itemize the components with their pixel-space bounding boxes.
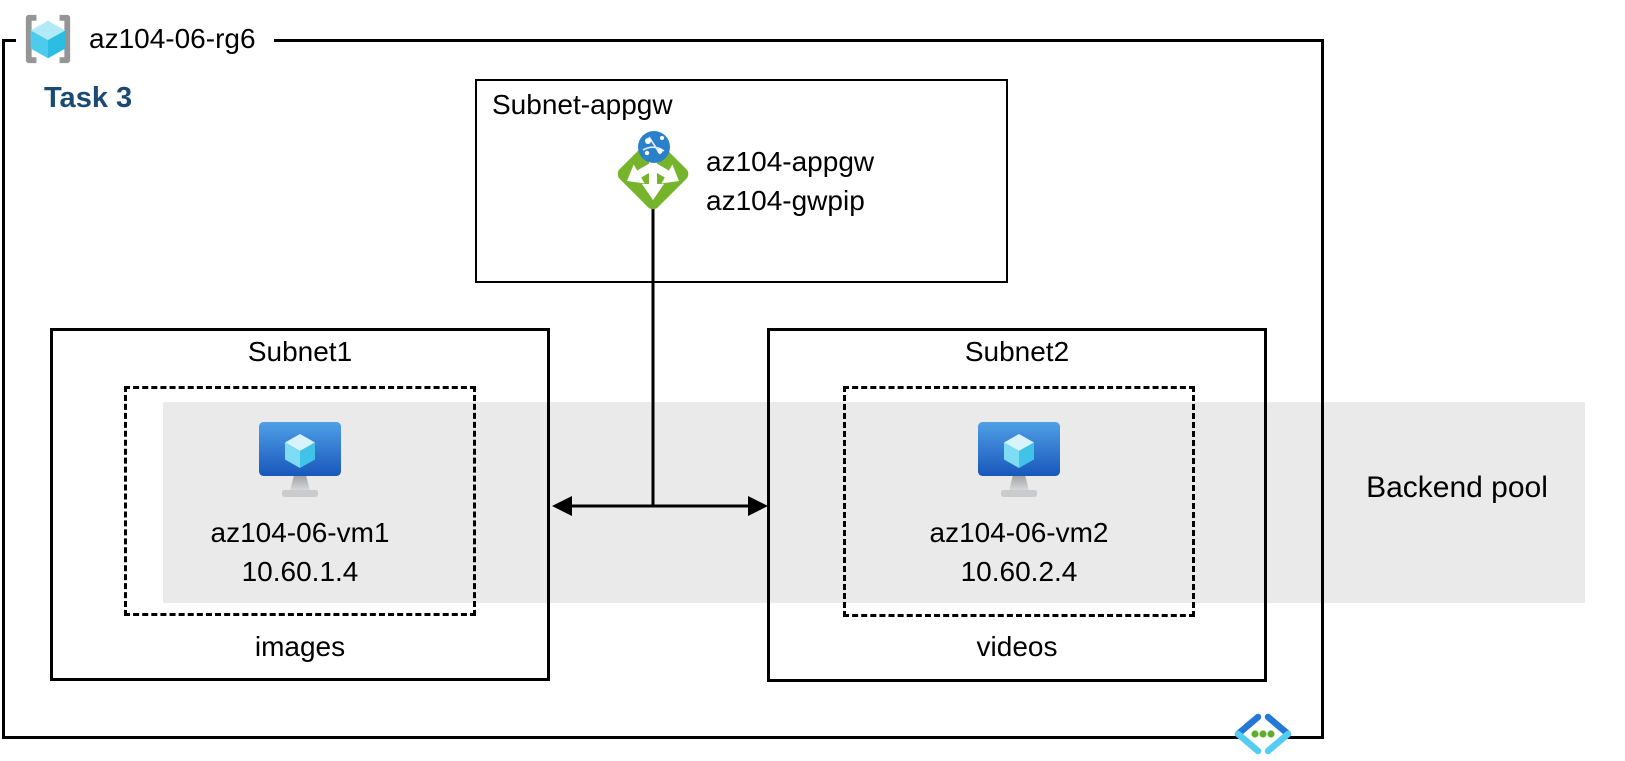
subnet1-content-label: images	[254, 631, 346, 662]
vm2-ip-address: 10.60.2.4	[960, 556, 1078, 587]
resource-group-box	[2, 39, 1324, 739]
subnet1-label: Subnet1	[247, 336, 353, 367]
application-gateway-name: az104-appgw	[706, 146, 875, 177]
subnet2-box	[767, 328, 1267, 682]
task-label: Task 3	[44, 82, 133, 114]
subnet2-content-label: videos	[976, 631, 1058, 662]
subnet2-vm-dashed-box	[843, 386, 1195, 617]
subnet2-label: Subnet2	[964, 336, 1070, 367]
resource-group-icon	[25, 14, 71, 64]
application-gateway-names: az104-appgw az104-gwpip	[706, 142, 874, 220]
virtual-machine-icon	[259, 422, 341, 497]
subnet-appgw-label: Subnet-appgw	[492, 89, 673, 120]
resource-group-name: az104-06-rg6	[89, 23, 256, 54]
vm2-name: az104-06-vm2	[929, 517, 1109, 548]
subnet-appgw-box	[475, 79, 1008, 283]
subnet1-vm-dashed-box	[124, 386, 476, 616]
backend-pool-band	[163, 402, 1585, 603]
resource-group-header: az104-06-rg6	[16, 10, 274, 68]
application-gateway-public-ip: az104-gwpip	[706, 185, 865, 216]
vm1-ip-address: 10.60.1.4	[241, 556, 359, 587]
subnet1-box	[50, 328, 550, 681]
application-gateway-icon	[617, 131, 689, 210]
virtual-network-icon	[1234, 713, 1292, 755]
vm1-name: az104-06-vm1	[210, 517, 390, 548]
virtual-machine-icon	[978, 422, 1060, 497]
backend-pool-label: Backend pool	[1366, 471, 1548, 504]
